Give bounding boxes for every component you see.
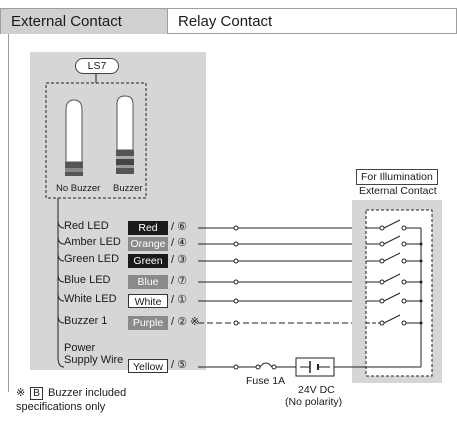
terminal-blue: / ⑦ [171, 275, 187, 287]
terminal-power: / ⑤ [171, 359, 187, 371]
wire-label-amber: Amber LED [64, 236, 121, 248]
terminal-amber: / ④ [171, 237, 187, 249]
supply-voltage-label: 24V DC [298, 384, 335, 396]
no-buzzer-label: No Buzzer [56, 183, 101, 194]
color-swatch-green: Green [128, 254, 168, 268]
relay-switches [366, 219, 421, 326]
terminal-buzzer: / ② ※ [171, 316, 200, 328]
buzzer-label: Buzzer [113, 183, 143, 194]
supply-polarity-label: (No polarity) [285, 396, 343, 408]
power-wire-label: Power Supply Wire [64, 342, 124, 366]
tab-relay-contact[interactable]: Relay Contact [168, 8, 457, 34]
wire-label-red: Red LED [64, 220, 109, 232]
content-frame [8, 34, 450, 392]
tab-external-contact[interactable]: External Contact [0, 8, 168, 34]
wire-label-blue: Blue LED [64, 274, 111, 286]
terminal-red: / ⑥ [171, 221, 187, 233]
tab-divider [168, 33, 457, 34]
external-contact-label: External Contact [359, 185, 437, 197]
color-swatch-white: White [128, 294, 168, 308]
fuse-icon [255, 362, 277, 370]
terminal-green: / ③ [171, 254, 187, 266]
no-buzzer-lamp-icon [65, 99, 83, 176]
footnote: ※ B Buzzer included specifications only [16, 387, 127, 413]
buzzer-spec-badge: B [30, 387, 43, 400]
device-model-label: LS7 [75, 58, 119, 74]
for-illumination-label: For Illumination [356, 169, 438, 185]
fuse-label: Fuse 1A [246, 375, 286, 387]
wire-label-green: Green LED [64, 253, 120, 265]
tab-bar: External Contact Relay Contact [0, 0, 457, 34]
color-swatch-yellow: Yellow [128, 359, 168, 373]
wire-label-buzzer: Buzzer 1 [64, 315, 108, 327]
color-swatch-red: Red [128, 221, 168, 235]
buzzer-lamp-icon [116, 95, 134, 174]
color-swatch-blue: Blue [128, 275, 168, 289]
dc-supply-icon [295, 357, 335, 377]
terminal-white: / ① [171, 294, 187, 306]
color-swatch-purple: Purple [128, 316, 168, 330]
wire-label-white: White LED [64, 293, 117, 305]
color-swatch-orange: Orange [128, 237, 168, 251]
